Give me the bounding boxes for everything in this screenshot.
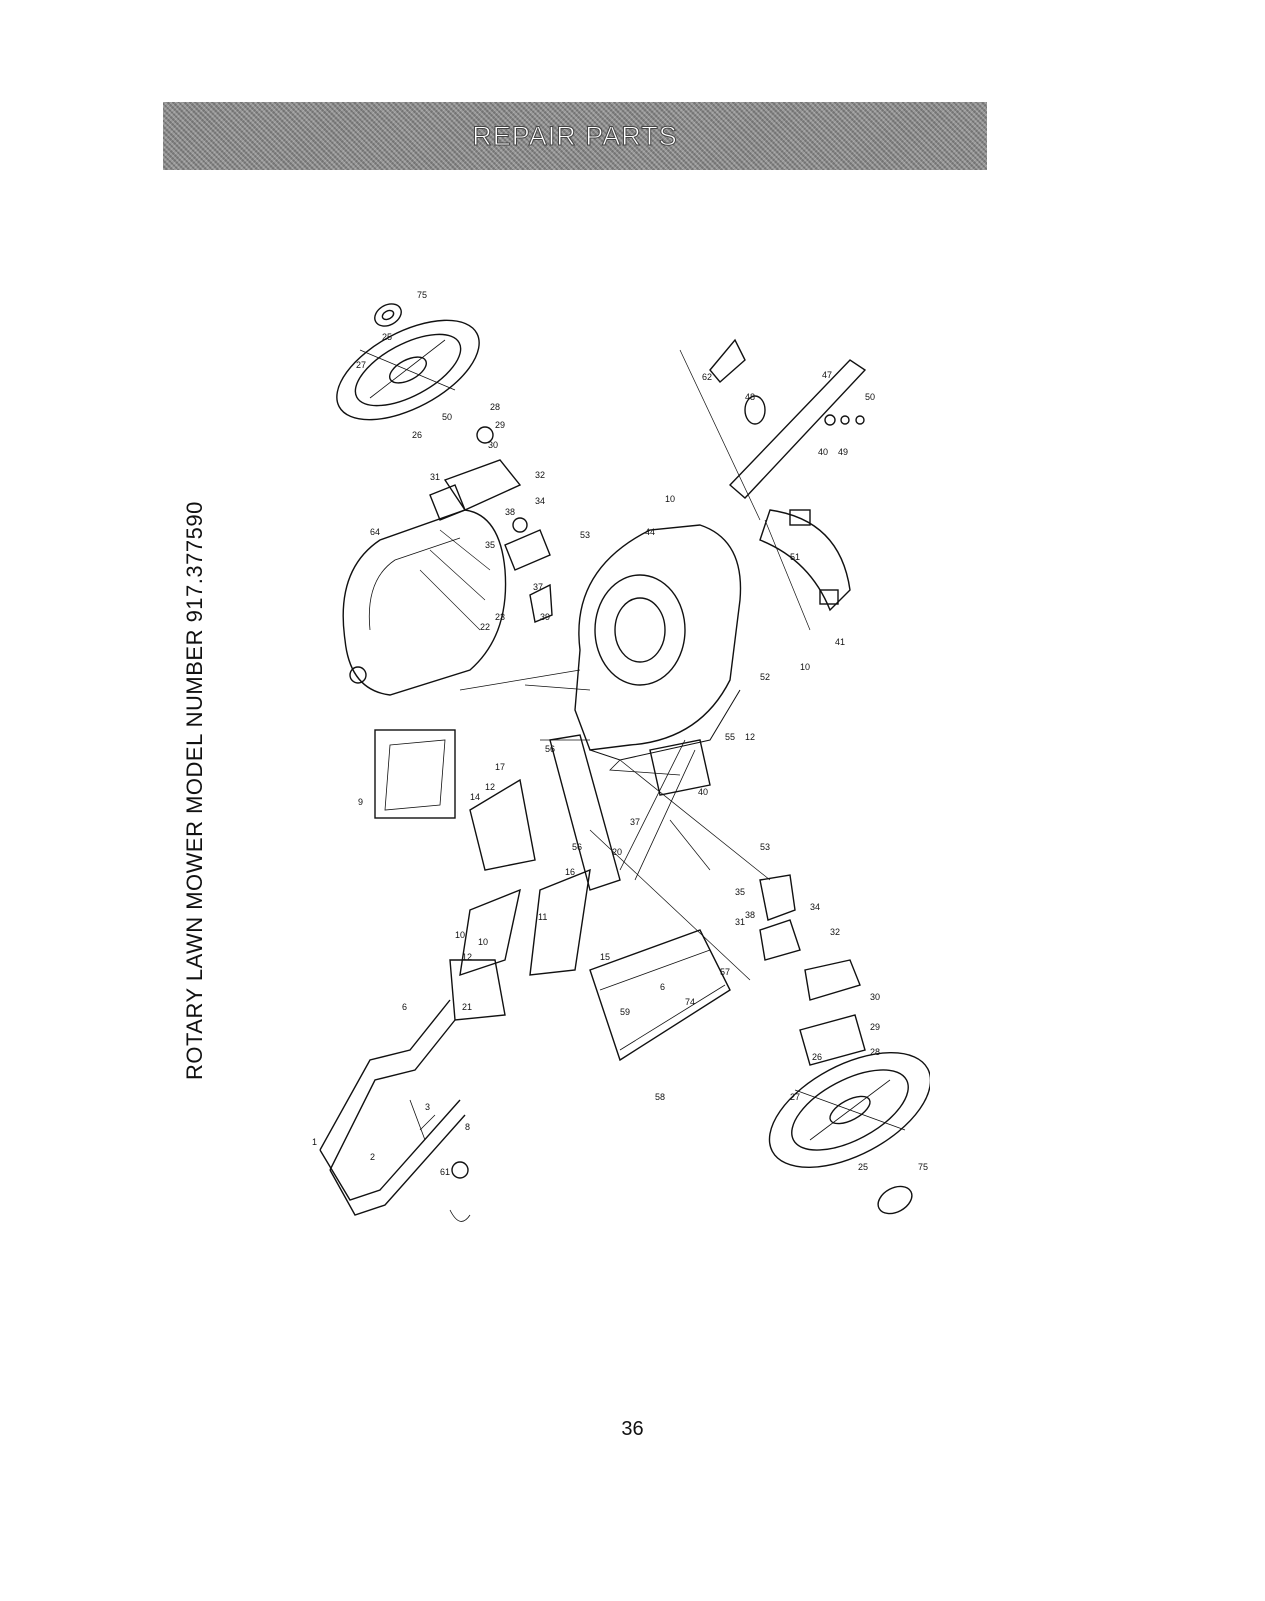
callout: 51	[790, 552, 800, 562]
callout: 44	[645, 527, 655, 537]
callout: 40	[818, 447, 828, 457]
callout: 11	[538, 912, 547, 922]
callout: 12	[745, 732, 755, 742]
page-number: 36	[0, 1418, 1265, 1441]
callout: 22	[480, 622, 490, 632]
callout: 41	[835, 637, 845, 647]
exploded-parts-diagram: 75 25 27 26 50 28 29 30 31 32 38 34 35 5…	[290, 270, 930, 1230]
callout: 38	[745, 910, 755, 920]
mower-deck	[575, 525, 741, 775]
callout: 2	[370, 1152, 375, 1162]
callout: 29	[870, 1022, 880, 1032]
callout: 59	[620, 1007, 630, 1017]
callout: 30	[488, 440, 498, 450]
grass-bag	[590, 930, 730, 1060]
rear-wheel-top	[321, 300, 494, 440]
height-adjuster-bottom	[650, 740, 865, 1065]
callout: 53	[580, 530, 590, 540]
callout: 17	[495, 762, 505, 772]
handle	[320, 1000, 470, 1221]
callout: 25	[858, 1162, 868, 1172]
callout: 74	[685, 997, 695, 1007]
callout: 31	[430, 472, 440, 482]
callout: 32	[830, 927, 840, 937]
engine	[343, 510, 505, 695]
blade-assembly	[710, 340, 865, 498]
callout: 21	[462, 1002, 472, 1012]
hubcap-top	[371, 300, 405, 331]
grass-bag-frame	[375, 730, 455, 818]
header-banner: REPAIR PARTS	[163, 102, 987, 170]
callout: 39	[540, 612, 550, 622]
hubcap-bottom	[873, 1181, 916, 1219]
callout: 34	[810, 902, 820, 912]
callout: 6	[402, 1002, 407, 1012]
callout: 31	[735, 917, 745, 927]
callout: 10	[478, 937, 488, 947]
callout: 32	[535, 470, 545, 480]
callout: 9	[358, 797, 363, 807]
callout: 10	[665, 494, 675, 504]
callout: 12	[485, 782, 495, 792]
callout: 37	[630, 817, 640, 827]
callout: 28	[490, 402, 500, 412]
callout: 47	[822, 370, 832, 380]
callout: 27	[790, 1092, 800, 1102]
callout: 57	[720, 967, 730, 977]
callout: 14	[470, 792, 480, 802]
callout: 50	[865, 392, 875, 402]
callout: 62	[702, 372, 712, 382]
model-title: ROTARY LAWN MOWER MODEL NUMBER 917.37759…	[182, 501, 208, 1080]
callout: 40	[698, 787, 708, 797]
chute-parts	[450, 735, 695, 1020]
callout: 56	[545, 744, 555, 754]
callout: 23	[495, 612, 505, 622]
callout-labels: 75 25 27 26 50 28 29 30 31 32 38 34 35 5…	[312, 290, 928, 1177]
callout: 52	[760, 672, 770, 682]
callout: 35	[485, 540, 495, 550]
page-title: REPAIR PARTS	[472, 121, 678, 152]
callout: 27	[356, 360, 366, 370]
callout: 61	[440, 1167, 450, 1177]
callout: 30	[870, 992, 880, 1002]
callout: 1	[312, 1137, 317, 1147]
callout: 64	[370, 527, 380, 537]
callout: 55	[725, 732, 735, 742]
callout: 15	[600, 952, 610, 962]
callout: 48	[745, 392, 755, 402]
callout: 25	[382, 332, 392, 342]
callout: 35	[735, 887, 745, 897]
rear-baffle	[760, 510, 850, 610]
callout: 10	[800, 662, 810, 672]
callout: 58	[655, 1092, 665, 1102]
callout: 8	[465, 1122, 470, 1132]
callout: 20	[612, 847, 622, 857]
front-wheel-bottom	[751, 1029, 930, 1191]
callout: 56	[572, 842, 582, 852]
callout: 75	[918, 1162, 928, 1172]
callout: 26	[812, 1052, 822, 1062]
callout: 75	[417, 290, 427, 300]
callout: 53	[760, 842, 770, 852]
callout: 3	[425, 1102, 430, 1112]
callout: 16	[565, 867, 575, 877]
leader-lines	[460, 350, 810, 980]
callout: 50	[442, 412, 452, 422]
callout: 49	[838, 447, 848, 457]
callout: 38	[505, 507, 515, 517]
diagram-svg: 75 25 27 26 50 28 29 30 31 32 38 34 35 5…	[290, 270, 930, 1230]
callout: 37	[533, 582, 543, 592]
callout: 34	[535, 496, 545, 506]
callout: 28	[870, 1047, 880, 1057]
callout: 12	[462, 952, 472, 962]
callout: 26	[412, 430, 422, 440]
callout: 6	[660, 982, 665, 992]
callout: 29	[495, 420, 505, 430]
callout: 10	[455, 930, 465, 940]
